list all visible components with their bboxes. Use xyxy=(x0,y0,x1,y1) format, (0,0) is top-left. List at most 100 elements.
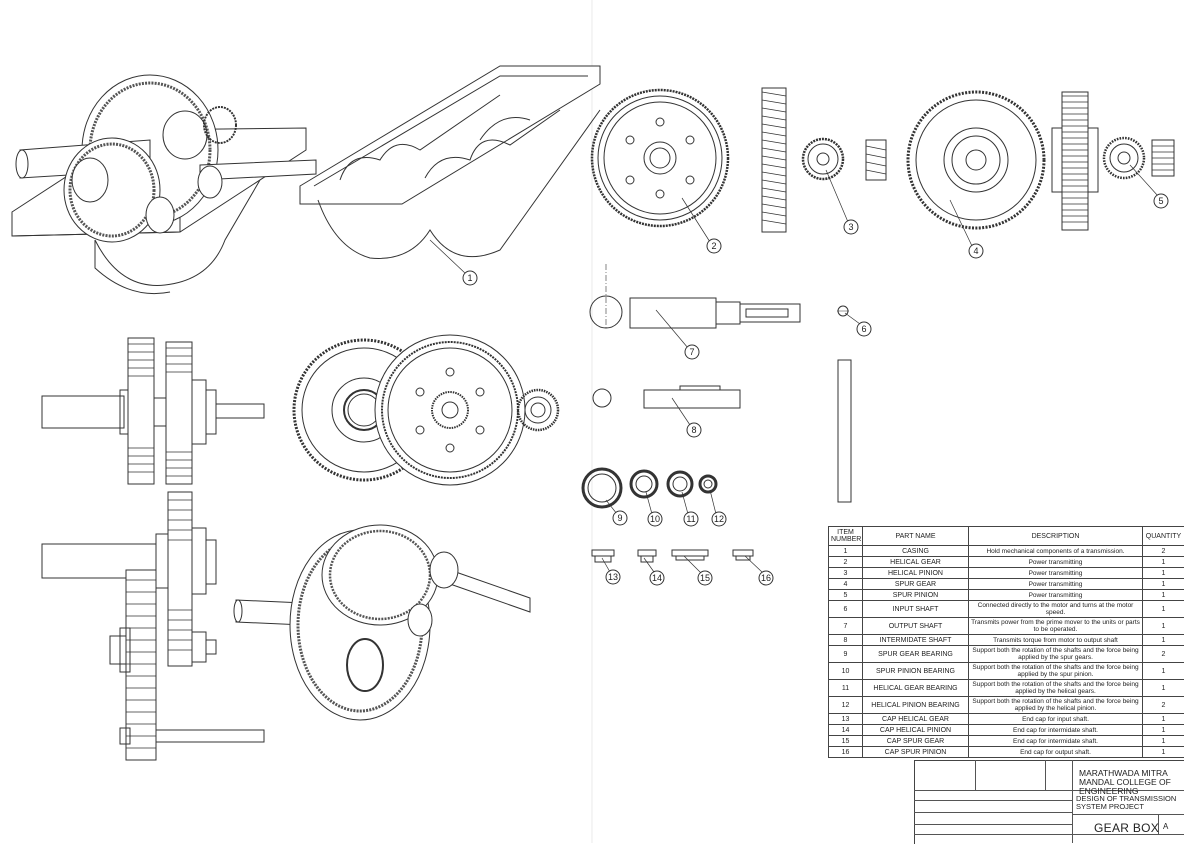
isometric-assembly-view xyxy=(12,75,316,294)
tb-rule xyxy=(975,760,976,790)
bom-cell-part: CAP SPUR GEAR xyxy=(863,736,969,747)
bom-header-item: ITEM NUMBER xyxy=(829,527,863,546)
gear-train-front-view xyxy=(294,335,558,485)
helical-gear-front-view xyxy=(592,90,728,226)
bom-cell-part: INPUT SHAFT xyxy=(863,601,969,618)
balloon-15-label: 15 xyxy=(700,573,710,583)
balloon-12-label: 12 xyxy=(714,514,724,524)
tb-rule xyxy=(1072,814,1184,815)
bom-cell-quantity: 1 xyxy=(1143,714,1184,725)
balloon-5-label: 5 xyxy=(1158,196,1163,206)
bom-cell-part: HELICAL GEAR xyxy=(863,557,969,568)
bom-cell-part: HELICAL PINION xyxy=(863,568,969,579)
bom-cell-quantity: 2 xyxy=(1143,546,1184,557)
balloon-2: 2 xyxy=(707,239,721,253)
title-block-project: DESIGN OF TRANSMISSION SYSTEM PROJECT xyxy=(1076,795,1184,811)
bom-cell-quantity: 1 xyxy=(1143,579,1184,590)
balloon-1-label: 1 xyxy=(467,273,472,283)
title-block-college: MARATHWADA MITRA MANDAL COLLEGE OF ENGIN… xyxy=(1079,769,1183,796)
bom-cell-description: Power transmitting xyxy=(969,579,1143,590)
bill-of-materials-table: ITEM NUMBER PART NAME DESCRIPTION QUANTI… xyxy=(828,526,1184,758)
balloon-9: 9 xyxy=(613,511,627,525)
bom-cell-description: Support both the rotation of the shafts … xyxy=(969,680,1143,697)
bom-cell-description: End cap for intermidate shaft. xyxy=(969,736,1143,747)
title-block-size: A xyxy=(1163,822,1168,831)
balloon-16-label: 16 xyxy=(761,573,771,583)
tb-rule xyxy=(914,800,1072,801)
bom-cell-item: 1 xyxy=(829,546,863,557)
bom-cell-item: 4 xyxy=(829,579,863,590)
caps-row xyxy=(592,550,753,562)
bom-cell-part: HELICAL GEAR BEARING xyxy=(863,680,969,697)
balloon-14-label: 14 xyxy=(652,573,662,583)
balloon-1: 1 xyxy=(463,271,477,285)
bom-cell-quantity: 1 xyxy=(1143,568,1184,579)
balloon-3-label: 3 xyxy=(848,222,853,232)
bom-cell-item: 5 xyxy=(829,590,863,601)
balloon-16: 16 xyxy=(759,571,773,585)
tb-rule xyxy=(914,790,1072,791)
tb-rule xyxy=(1072,760,1073,843)
isometric-gear-assembly xyxy=(234,525,530,720)
bom-cell-description: End cap for input shaft. xyxy=(969,714,1143,725)
bom-cell-description: End cap for output shaft. xyxy=(969,747,1143,758)
spur-pinion-views xyxy=(1104,138,1174,178)
bom-cell-description: Transmits torque from motor to output sh… xyxy=(969,635,1143,646)
bom-cell-description: End cap for intermidate shaft. xyxy=(969,725,1143,736)
bearings-row xyxy=(583,469,716,507)
balloon-leaders xyxy=(430,165,1158,573)
casing-view xyxy=(300,66,600,258)
balloon-6-label: 6 xyxy=(861,324,866,334)
intermediate-shaft-views xyxy=(593,386,740,408)
tb-rule xyxy=(1045,760,1046,790)
bom-cell-part: OUTPUT SHAFT xyxy=(863,618,969,635)
bom-cell-item: 8 xyxy=(829,635,863,646)
bom-cell-item: 2 xyxy=(829,557,863,568)
bom-cell-description: Hold mechanical components of a transmis… xyxy=(969,546,1143,557)
bom-cell-part: CAP SPUR PINION xyxy=(863,747,969,758)
bom-cell-description: Power transmitting xyxy=(969,557,1143,568)
balloon-4: 4 xyxy=(969,244,983,258)
bom-cell-quantity: 2 xyxy=(1143,697,1184,714)
helical-pinion-views xyxy=(803,139,886,180)
spur-gear-views xyxy=(908,92,1098,230)
bom-cell-item: 3 xyxy=(829,568,863,579)
bom-cell-description: Power transmitting xyxy=(969,590,1143,601)
bom-cell-item: 14 xyxy=(829,725,863,736)
balloon-10: 10 xyxy=(648,512,662,526)
bom-cell-description: Transmits power from the prime mover to … xyxy=(969,618,1143,635)
balloon-14: 14 xyxy=(650,571,664,585)
bom-cell-part: CAP HELICAL PINION xyxy=(863,725,969,736)
bom-cell-item: 11 xyxy=(829,680,863,697)
bom-cell-description: Support both the rotation of the shafts … xyxy=(969,663,1143,680)
balloon-6: 6 xyxy=(857,322,871,336)
bom-cell-quantity: 1 xyxy=(1143,590,1184,601)
balloon-11: 11 xyxy=(684,512,698,526)
bom-cell-part: SPUR GEAR xyxy=(863,579,969,590)
bom-cell-part: HELICAL PINION BEARING xyxy=(863,697,969,714)
balloon-9-label: 9 xyxy=(617,513,622,523)
balloon-3: 3 xyxy=(844,220,858,234)
balloon-10-label: 10 xyxy=(650,514,660,524)
bom-header-part: PART NAME xyxy=(863,527,969,546)
bom-cell-description: Connected directly to the motor and turn… xyxy=(969,601,1143,618)
balloon-5: 5 xyxy=(1154,194,1168,208)
bom-cell-description: Support both the rotation of the shafts … xyxy=(969,697,1143,714)
bom-cell-quantity: 1 xyxy=(1143,557,1184,568)
bom-cell-item: 7 xyxy=(829,618,863,635)
